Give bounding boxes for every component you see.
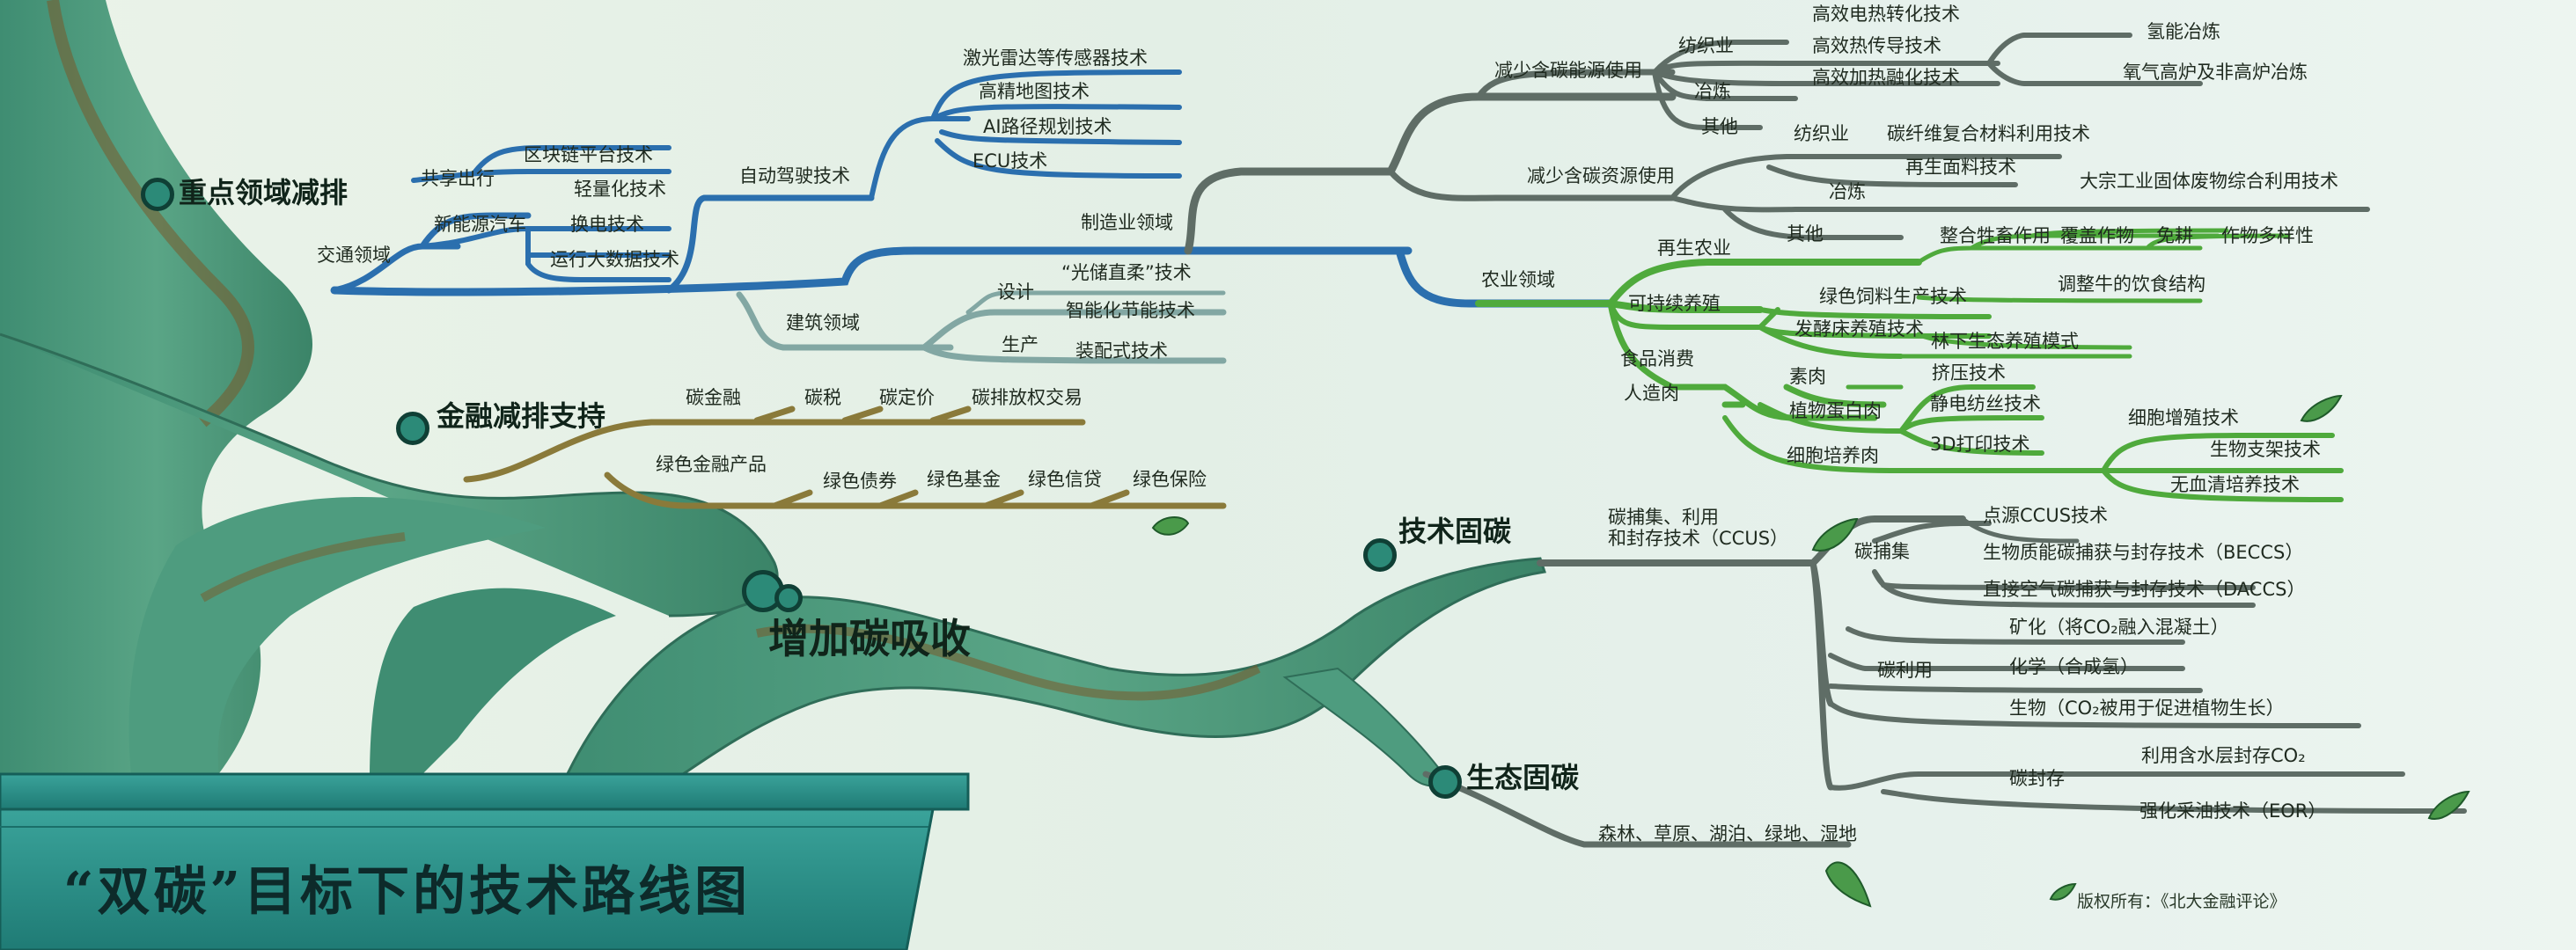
point-source-label: 点源CCUS技术	[1983, 505, 2109, 526]
other2-label: 其他	[1787, 223, 1824, 245]
category-eco: 生态固碳	[1466, 761, 1580, 794]
elec-heat-label: 高效电热转化技术	[1812, 4, 1960, 25]
sustainable-label: 可持续养殖	[1628, 293, 1721, 314]
print3d-label: 3D打印技术	[1930, 434, 2030, 455]
serumfree-label: 无血清培养技术	[2170, 474, 2300, 495]
chemical-label: 化学（合成氢）	[2009, 656, 2139, 677]
tax-label: 碳税	[804, 387, 841, 408]
copyright-notice: 版权所有：《北大金融评论》	[2077, 892, 2286, 911]
pricing-label: 碳定价	[879, 387, 935, 408]
sharing-label: 共享出行	[421, 168, 495, 189]
utilize-label: 碳利用	[1877, 660, 1933, 681]
notill-label: 免耕	[2156, 225, 2193, 246]
absorb-node-dot-small	[774, 584, 803, 612]
integrate-label: 整合牲畜作用	[1940, 225, 2051, 246]
ai-path-label: AI路径规划技术	[983, 116, 1112, 137]
hdmap-label: 高精地图技术	[979, 81, 1090, 102]
manufacturing-label: 制造业领域	[1081, 212, 1173, 233]
plant-protein-label: 植物蛋白肉	[1789, 400, 1882, 421]
green-feed-label: 绿色饲料生产技术	[1819, 286, 1967, 307]
ecu-label: ECU技术	[972, 150, 1048, 172]
building-label: 建筑领域	[786, 312, 860, 333]
fund-label: 绿色基金	[927, 469, 1001, 490]
bio-label: 生物（CO₂被用于促进植物生长）	[2009, 698, 2285, 719]
ecosystems-label: 森林、草原、湖泊、绿地、湿地	[1598, 823, 1857, 844]
reduce-energy-label: 减少含碳能源使用	[1494, 60, 1642, 81]
reduce-resource-label: 减少含碳资源使用	[1527, 165, 1675, 186]
nev-label: 新能源汽车	[434, 214, 526, 235]
recycled-label: 再生面料技术	[1905, 157, 2016, 178]
mineral-label: 矿化（将CO₂融入混凝土）	[2009, 617, 2229, 638]
spinning-label: 静电纺丝技术	[1930, 393, 2041, 414]
tech-node-dot	[1363, 538, 1397, 572]
aquifer-label: 利用含水层封存CO₂	[2141, 745, 2306, 766]
oxygen-furnace-label: 氧气高炉及非高炉冶炼	[2123, 62, 2308, 83]
eor-label: 强化采油技术（EOR）	[2139, 800, 2327, 822]
cover-label: 覆盖作物	[2060, 225, 2134, 246]
insurance-label: 绿色保险	[1133, 469, 1207, 490]
bonsai-pot	[0, 772, 970, 950]
battery-swap-label: 换电技术	[570, 214, 644, 235]
ferment-label: 发酵床养殖技术	[1794, 318, 1924, 340]
beccs-label: 生物质能碳捕获与封存技术（BECCS）	[1983, 542, 2304, 563]
diversity-label: 作物多样性	[2221, 225, 2314, 246]
eco-node-dot	[1428, 765, 1462, 799]
blockchain-label: 区块链平台技术	[524, 144, 653, 165]
heat-transfer-label: 高效热传导技术	[1812, 35, 1941, 56]
focus-node-dot	[141, 178, 174, 211]
solid-waste-label: 大宗工业固体废物综合利用技术	[2080, 171, 2338, 192]
extrusion-label: 挤压技术	[1932, 362, 2006, 384]
prefab-label: 装配式技术	[1075, 340, 1168, 362]
production-label: 生产	[1002, 334, 1038, 355]
heat-melt-label: 高效加热融化技术	[1812, 67, 1960, 88]
hydrogen-label: 氢能冶炼	[2147, 21, 2220, 42]
leaf-icons	[1151, 394, 2470, 908]
tree-trunk	[0, 0, 1546, 787]
smart-label: 智能化节能技术	[1066, 300, 1195, 321]
carbon-finance-label: 碳金融	[686, 387, 741, 408]
design-label: 设计	[997, 281, 1034, 303]
scaffold-label: 生物支架技术	[2210, 439, 2321, 460]
trading-label: 碳排放权交易	[972, 387, 1083, 408]
cell-prolif-label: 细胞增殖技术	[2128, 407, 2239, 428]
credit-label: 绿色信贷	[1028, 469, 1102, 490]
bond-label: 绿色债券	[823, 471, 897, 492]
category-finance: 金融减排支持	[437, 399, 606, 433]
category-absorb: 增加碳吸收	[768, 615, 971, 662]
artificial-meat-label: 人造肉	[1624, 383, 1679, 404]
smelting2-label: 冶炼	[1829, 181, 1866, 202]
lidar-label: 激光雷达等传感器技术	[963, 48, 1148, 69]
forest-label: 林下生态养殖模式	[1931, 331, 2079, 352]
bigdata-label: 运行大数据技术	[550, 249, 679, 270]
other-label: 其他	[1701, 116, 1738, 137]
finance-node-dot	[396, 412, 429, 445]
ccus-label-1: 碳捕集、利用	[1608, 507, 1719, 528]
agriculture-label: 农业领域	[1481, 269, 1555, 290]
pv-label: “光储直柔”技术	[1061, 262, 1192, 283]
autonomous-label: 自动驾驶技术	[739, 165, 850, 186]
transport-label: 交通领域	[317, 245, 391, 266]
cell-meat-label: 细胞培养肉	[1787, 445, 1879, 466]
capture-label: 碳捕集	[1854, 541, 1910, 562]
green-products-label: 绿色金融产品	[656, 454, 767, 475]
smelting-label: 冶炼	[1694, 81, 1731, 102]
category-focus: 重点领域减排	[179, 176, 349, 209]
vegetarian-label: 素肉	[1789, 366, 1826, 387]
textile-label: 纺织业	[1678, 35, 1734, 56]
ccus-label-2: 和封存技术（CCUS）	[1608, 528, 1789, 549]
fiber-label: 碳纤维复合材料利用技术	[1887, 123, 2090, 144]
category-tech: 技术固碳	[1398, 515, 1512, 548]
storage-label: 碳封存	[2009, 768, 2065, 789]
diet-label: 调整牛的饮食结构	[2058, 274, 2205, 295]
food-label: 食品消费	[1620, 348, 1694, 369]
regen-label: 再生农业	[1657, 238, 1731, 259]
page-title: “双碳”目标下的技术路线图	[63, 861, 752, 923]
daccs-label: 直接空气碳捕获与封存技术（DACCS）	[1983, 579, 2306, 600]
textile2-label: 纺织业	[1794, 123, 1849, 144]
lightweight-label: 轻量化技术	[574, 179, 666, 200]
